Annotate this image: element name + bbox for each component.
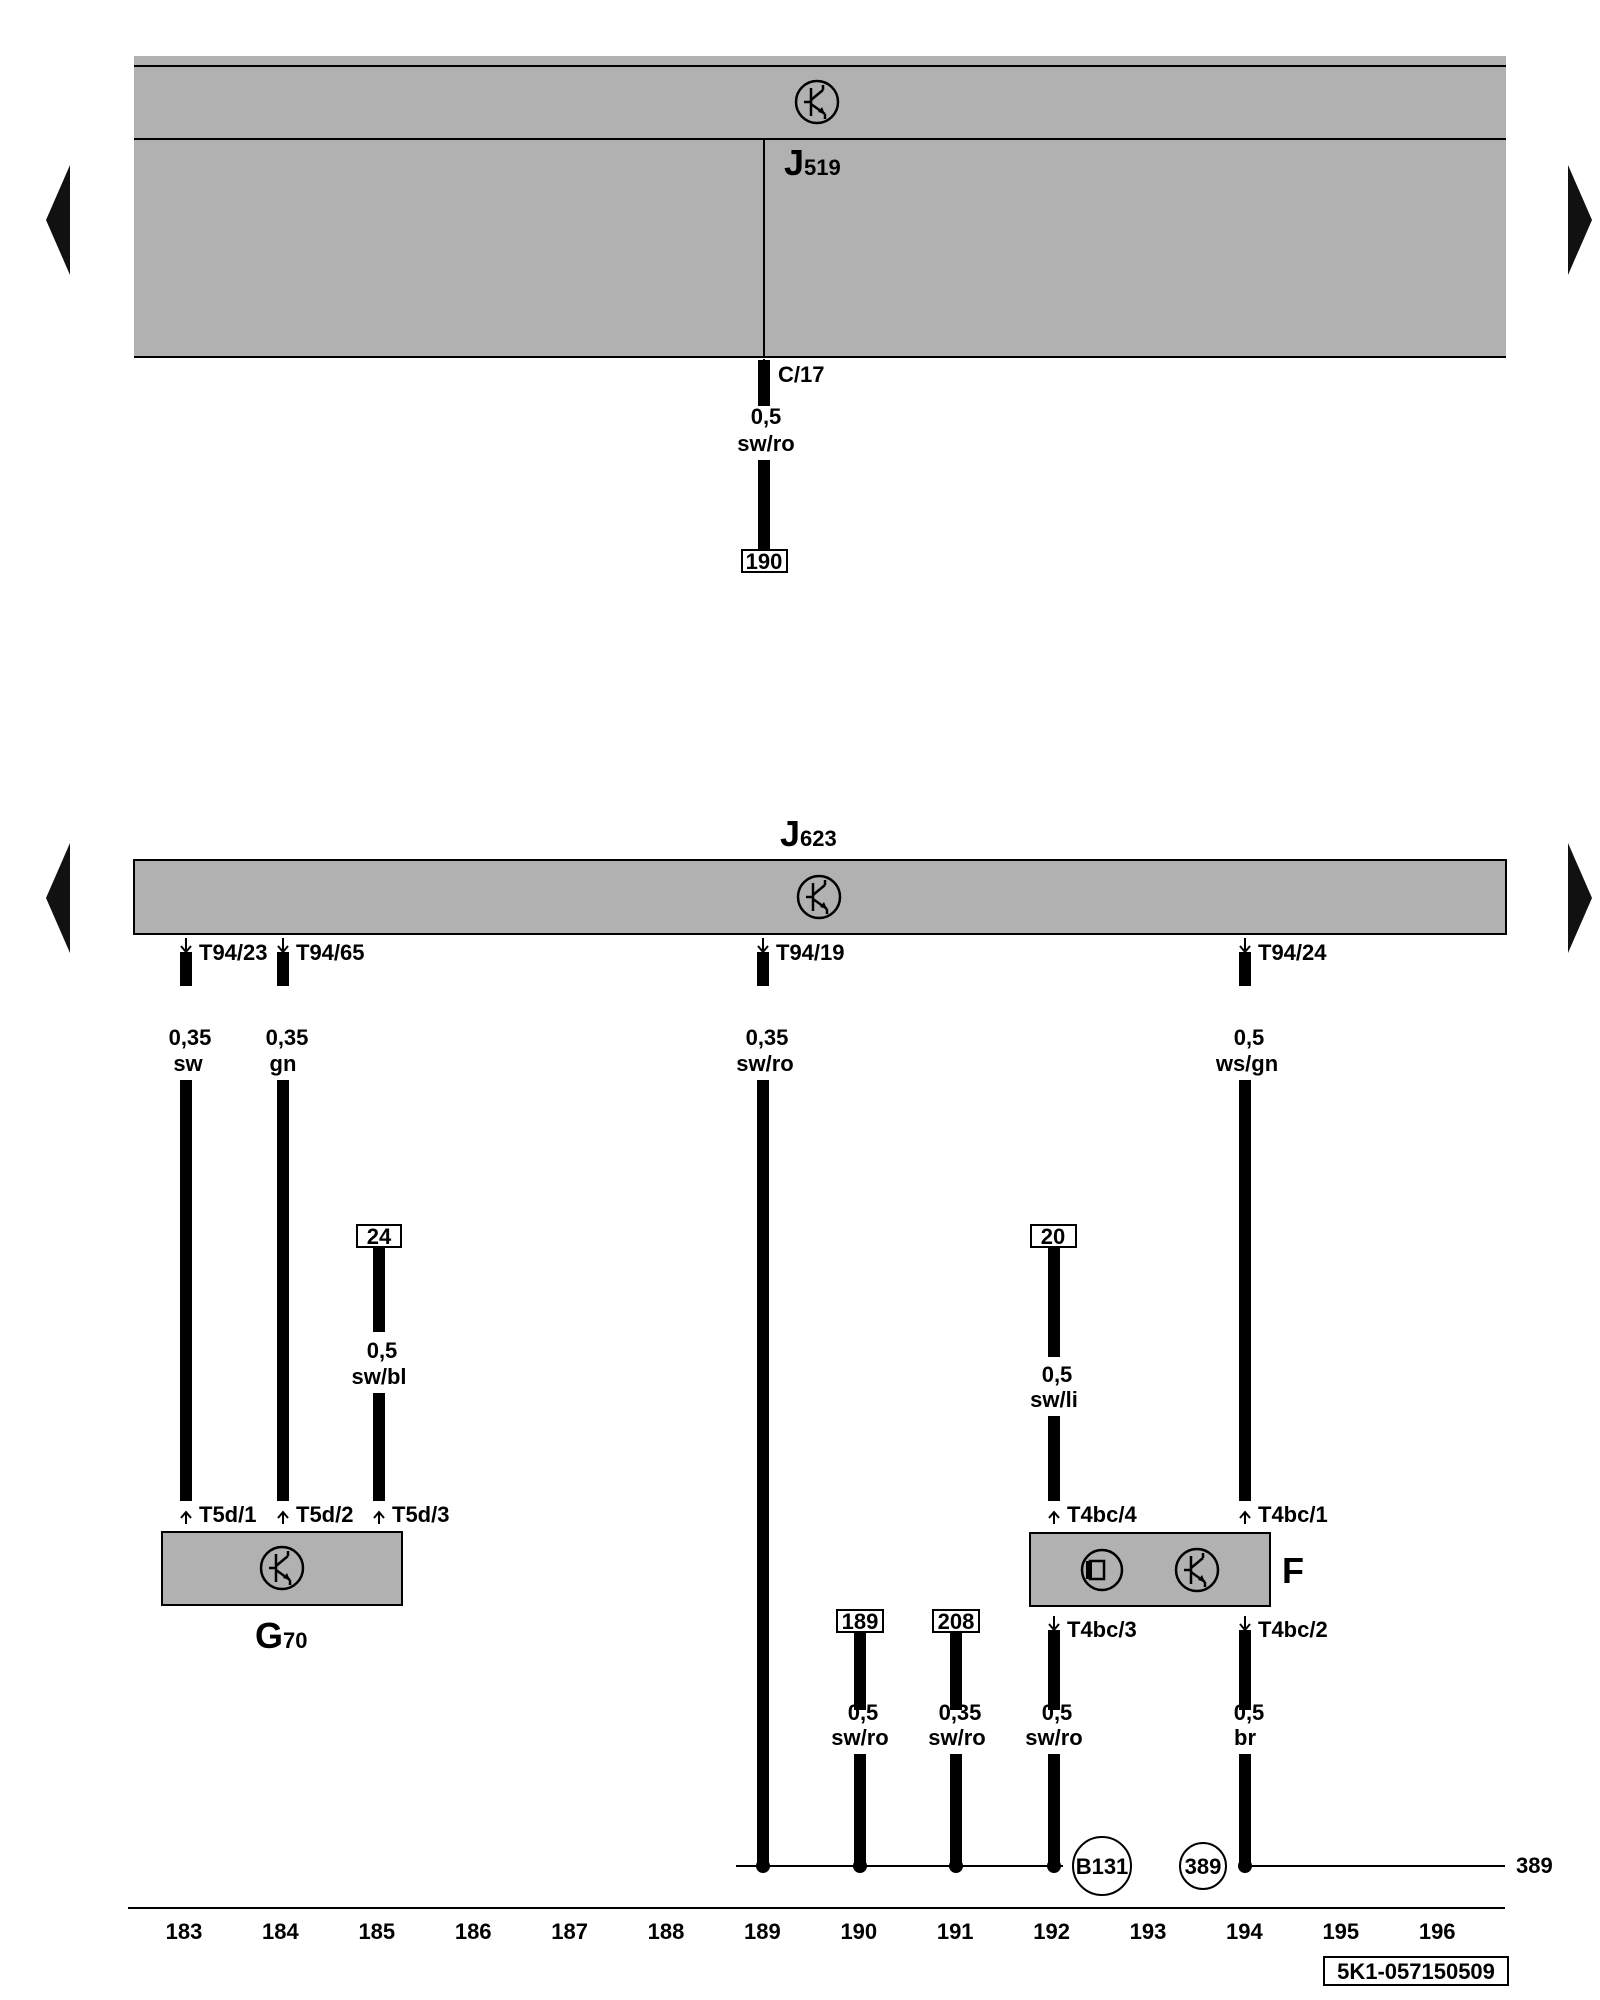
component-f bbox=[1029, 1532, 1271, 1607]
next-page-arrow[interactable] bbox=[1568, 165, 1592, 275]
connector-label: T94/24 bbox=[1258, 940, 1327, 965]
connector-pin-icon bbox=[757, 937, 769, 953]
next-page-arrow-lower[interactable] bbox=[1568, 843, 1592, 953]
connector-label: T94/23 bbox=[199, 940, 268, 965]
diagram-id-text: 5K1-057150509 bbox=[1337, 1959, 1495, 1984]
connector-label: T94/19 bbox=[776, 940, 845, 965]
track-number: 183 bbox=[166, 1919, 203, 1944]
wire-color: gn bbox=[270, 1051, 297, 1076]
track-number: 189 bbox=[744, 1919, 781, 1944]
wire-color: sw/ro bbox=[1025, 1725, 1082, 1750]
connector-pin-icon bbox=[180, 1511, 192, 1525]
ground-point-389[interactable]: 389 bbox=[1179, 1842, 1227, 1890]
component-label-g70: G70 bbox=[255, 1615, 308, 1656]
wire-color: sw/ro bbox=[736, 1051, 793, 1076]
track-number: 193 bbox=[1130, 1919, 1167, 1944]
track-number: 196 bbox=[1419, 1919, 1456, 1944]
wire-ref-20[interactable]: 20 0,5 sw/li T4bc/4 bbox=[1030, 1224, 1137, 1527]
connector-label: C/17 bbox=[778, 362, 824, 387]
track-number: 190 bbox=[840, 1919, 877, 1944]
component-label-j519: J519 bbox=[784, 142, 841, 183]
connector-label: T5d/3 bbox=[392, 1502, 449, 1527]
ground-point-b131[interactable]: B131 bbox=[1072, 1836, 1132, 1896]
connector-label: T5d/2 bbox=[296, 1502, 353, 1527]
connector-pin-icon bbox=[180, 937, 192, 953]
wire-t94-65[interactable]: T94/65 0,35 gn T5d/2 bbox=[266, 937, 365, 1527]
ground-bus bbox=[736, 1859, 1505, 1873]
switch-icon bbox=[1080, 1548, 1124, 1592]
wire-t4bc-2[interactable]: T4bc/2 0,5 br bbox=[1234, 1615, 1328, 1865]
ground-label: B131 bbox=[1076, 1854, 1129, 1879]
diagram-id: 5K1-057150509 bbox=[1323, 1956, 1509, 1986]
wire-t94-23[interactable]: T94/23 0,35 sw T5d/1 bbox=[169, 937, 268, 1527]
wire-size: 0,5 bbox=[1234, 1700, 1265, 1725]
connector-pin-icon bbox=[1239, 1615, 1251, 1631]
track-number: 192 bbox=[1033, 1919, 1070, 1944]
connector-pin-icon bbox=[373, 1511, 385, 1525]
connector-pin-icon bbox=[1048, 1511, 1060, 1525]
page-ref-box[interactable] bbox=[741, 549, 788, 573]
track-number: 188 bbox=[648, 1919, 685, 1944]
component-label-f: F bbox=[1282, 1550, 1304, 1591]
page-ref-20[interactable]: 20 bbox=[1041, 1224, 1065, 1249]
wire-size: 0,5 bbox=[1042, 1362, 1073, 1387]
connector-pin-icon bbox=[277, 937, 289, 953]
connector-label: T94/65 bbox=[296, 940, 365, 965]
wire-size: 0,35 bbox=[746, 1025, 789, 1050]
wire-ref-208[interactable]: 208 0,35 sw/ro bbox=[928, 1609, 986, 1865]
wire-size: 0,5 bbox=[367, 1338, 398, 1363]
wire-j519-c17[interactable]: C/17 0,5 sw/ro 190 bbox=[737, 358, 824, 574]
wire-size: 0,35 bbox=[169, 1025, 212, 1050]
connector-pin-icon bbox=[1239, 937, 1251, 953]
connector-label: T4bc/1 bbox=[1258, 1502, 1328, 1527]
connector-label: T4bc/2 bbox=[1258, 1617, 1328, 1642]
wire-color: sw/bl bbox=[351, 1364, 406, 1389]
wire-color: sw/li bbox=[1030, 1387, 1078, 1412]
wire-size: 0,5 bbox=[751, 404, 782, 429]
page-ref-24[interactable]: 24 bbox=[367, 1224, 392, 1249]
wire-ref-189[interactable]: 189 0,5 sw/ro bbox=[831, 1609, 889, 1865]
page-ref-190[interactable]: 190 bbox=[746, 549, 783, 574]
control-unit-j623 bbox=[133, 859, 1507, 935]
track-number: 187 bbox=[551, 1919, 588, 1944]
component-g70 bbox=[161, 1531, 403, 1606]
wire-size: 0,5 bbox=[1042, 1700, 1073, 1725]
track-number: 185 bbox=[358, 1919, 395, 1944]
component-label-j623: J623 bbox=[780, 813, 837, 854]
page-ref-208[interactable]: 208 bbox=[938, 1609, 975, 1634]
connector-pin-icon bbox=[1239, 1511, 1251, 1525]
wire-color: sw/ro bbox=[831, 1725, 888, 1750]
wire-color: ws/gn bbox=[1215, 1051, 1278, 1076]
wire-t94-19[interactable]: T94/19 0,35 sw/ro bbox=[736, 937, 845, 1865]
wire-t4bc-3[interactable]: T4bc/3 0,5 sw/ro bbox=[1025, 1615, 1137, 1865]
wire-size: 0,35 bbox=[939, 1700, 982, 1725]
connector-label: T5d/1 bbox=[199, 1502, 256, 1527]
wire-ref-24[interactable]: 24 0,5 sw/bl T5d/3 bbox=[351, 1224, 449, 1527]
track-number: 194 bbox=[1226, 1919, 1263, 1944]
control-unit-j519: J519 bbox=[134, 56, 1506, 358]
track-numbers: 183 184 185 186 187 188 189 190 191 192 193 194 195 1… bbox=[166, 1919, 1456, 1944]
wire-color: sw/ro bbox=[737, 431, 794, 456]
connector-pin-icon bbox=[277, 1511, 289, 1525]
ground-line-label: 389 bbox=[1516, 1853, 1553, 1878]
page-ref-189[interactable]: 189 bbox=[842, 1609, 879, 1634]
wire-size: 0,5 bbox=[848, 1700, 879, 1725]
wire-color: sw bbox=[173, 1051, 203, 1076]
track-number: 186 bbox=[455, 1919, 492, 1944]
prev-page-arrow-lower[interactable] bbox=[46, 843, 70, 953]
wire-t94-24[interactable]: T94/24 0,5 ws/gn T4bc/1 bbox=[1215, 937, 1328, 1527]
wire-color: sw/ro bbox=[928, 1725, 985, 1750]
track-number: 191 bbox=[937, 1919, 974, 1944]
track-number: 195 bbox=[1322, 1919, 1359, 1944]
connector-pin-icon bbox=[1048, 1615, 1060, 1631]
wire-size: 0,5 bbox=[1234, 1025, 1265, 1050]
connector-label: T4bc/3 bbox=[1067, 1617, 1137, 1642]
ground-label: 389 bbox=[1185, 1854, 1222, 1879]
wire-size: 0,35 bbox=[266, 1025, 309, 1050]
connector-label: T4bc/4 bbox=[1067, 1502, 1137, 1527]
track-number: 184 bbox=[262, 1919, 299, 1944]
prev-page-arrow[interactable] bbox=[46, 165, 70, 275]
wire-color: br bbox=[1234, 1725, 1256, 1750]
